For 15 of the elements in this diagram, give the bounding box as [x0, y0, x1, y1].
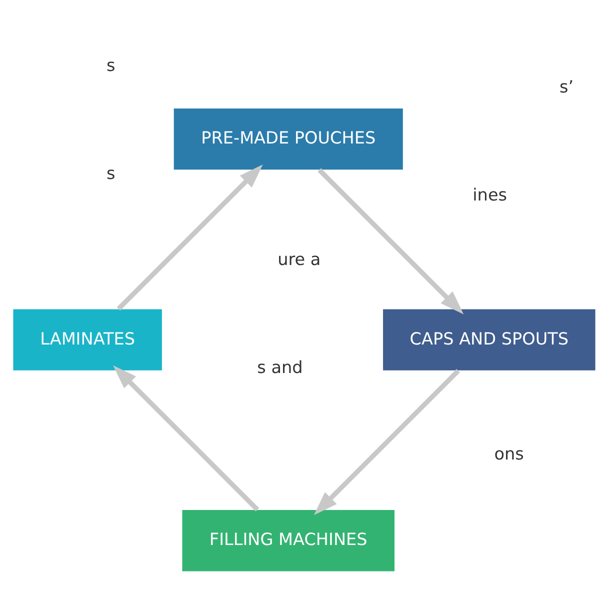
node-box: PRE-MADE POUCHES: [174, 108, 403, 170]
label: s’: [560, 76, 574, 96]
label: s: [106, 54, 116, 74]
label: s and: [257, 356, 303, 377]
node-box: CAPS AND SPOUTS: [383, 308, 596, 370]
arrow: [318, 168, 464, 314]
label: s: [106, 162, 116, 182]
node-box: LAMINATES: [13, 308, 162, 370]
arrow: [113, 364, 260, 511]
arrow: [116, 164, 263, 310]
label: ons: [494, 442, 524, 463]
arrow: [314, 368, 460, 515]
label: ines: [472, 184, 508, 204]
node-box: FILLING MACHINES: [182, 510, 394, 571]
label: ure a: [278, 248, 321, 269]
